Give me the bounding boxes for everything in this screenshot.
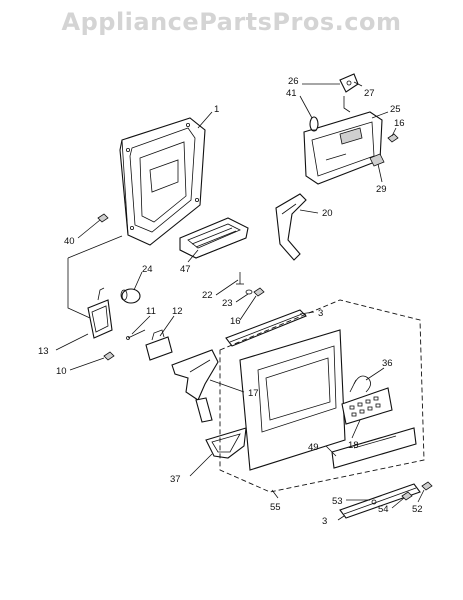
- part-3-trim-lower: [339, 483, 421, 519]
- callout-labels: 1 3 3 10 11 12 13 16 16 17 18 20 22 23 2…: [38, 76, 423, 527]
- callout-36: 36: [382, 358, 393, 369]
- part-49-touchpad: [331, 427, 417, 469]
- callout-13: 13: [38, 346, 49, 357]
- callout-54: 54: [378, 504, 389, 515]
- callout-40: 40: [64, 236, 75, 247]
- front-panel: [239, 329, 346, 471]
- callout-37: 37: [170, 474, 181, 485]
- part-11-spring: [126, 329, 146, 340]
- callout-18: 18: [348, 440, 359, 451]
- callout-55: 55: [270, 502, 281, 513]
- assembly-lines-left: [67, 235, 123, 319]
- callout-16-mid: 16: [230, 316, 241, 327]
- callout-11: 11: [146, 306, 156, 317]
- part-47-drip-tray: [179, 217, 249, 259]
- part-54-screw: [401, 491, 413, 501]
- callout-53: 53: [332, 496, 343, 507]
- watermark: AppliancePartsPros.com: [61, 8, 402, 36]
- callout-26: 26: [288, 76, 299, 87]
- part-16-screw-upper: [387, 133, 399, 143]
- part-22-pin: [236, 272, 244, 285]
- callout-27: 27: [364, 88, 375, 99]
- part-10-screw: [103, 351, 115, 361]
- part-12-bracket: [145, 329, 173, 361]
- callout-24: 24: [142, 264, 153, 275]
- part-25-control-housing: [303, 111, 383, 185]
- callout-23: 23: [222, 298, 233, 309]
- part-17-lever: [171, 349, 219, 423]
- callout-3-upper: 3: [318, 308, 323, 319]
- part-37-funnel: [205, 427, 247, 459]
- part-13-switch: [87, 287, 113, 339]
- part-41-bulb: [309, 116, 319, 132]
- callout-52: 52: [412, 504, 423, 515]
- part-3-trim-upper: [225, 309, 307, 347]
- callout-16-upper: 16: [394, 118, 405, 129]
- part-1-housing: [119, 117, 206, 246]
- part-40-screw: [97, 213, 109, 223]
- callout-22: 22: [202, 290, 213, 301]
- leader-lines: [55, 81, 425, 521]
- callout-1: 1: [214, 104, 219, 115]
- part-23-washer: [245, 289, 253, 295]
- part-18-control-board: [341, 387, 393, 425]
- part-24-actuator: [120, 288, 141, 304]
- part-29-connector: [369, 153, 385, 167]
- part-36-harness: [349, 375, 371, 393]
- callout-20: 20: [322, 208, 333, 219]
- callout-41: 41: [286, 88, 297, 99]
- part-20-arm: [275, 193, 307, 261]
- callout-25: 25: [390, 104, 401, 115]
- callout-17: 17: [248, 388, 259, 399]
- part-27-clip: [343, 96, 351, 113]
- callout-47: 47: [180, 264, 191, 275]
- callout-10: 10: [56, 366, 67, 377]
- part-16-screw-mid: [253, 287, 265, 297]
- callout-12: 12: [172, 306, 183, 317]
- callout-29: 29: [376, 184, 387, 195]
- part-52-screw: [421, 481, 433, 491]
- part-55-assembly-outline: [219, 299, 425, 493]
- callout-3-lower: 3: [322, 516, 327, 527]
- callout-49: 49: [308, 442, 319, 453]
